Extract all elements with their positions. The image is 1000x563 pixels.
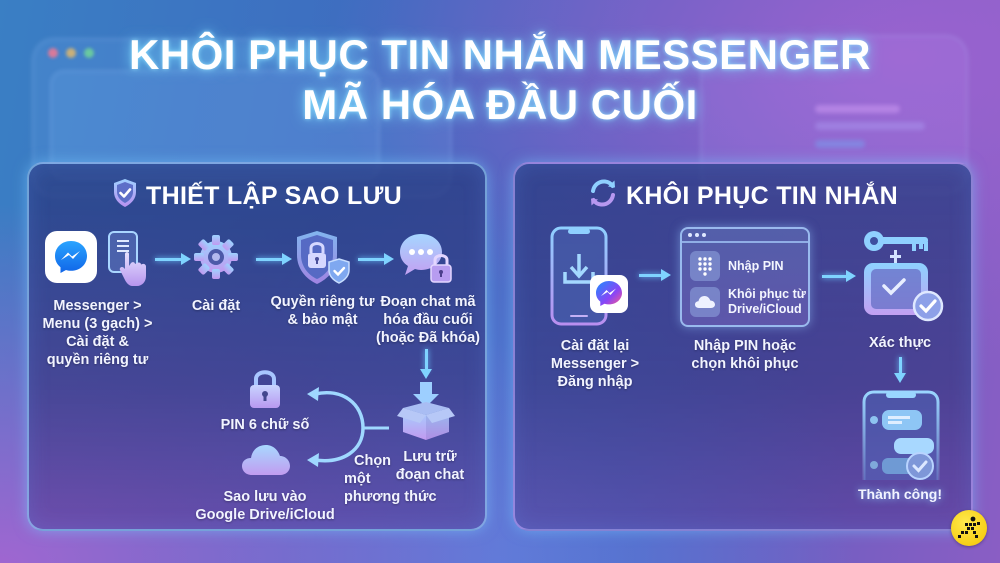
arrow-down-icon	[420, 349, 432, 379]
step-label-archive: Lưu trữ đoạn chat	[395, 449, 465, 483]
phone-chat-check-icon	[860, 390, 942, 487]
option-label-pin: PIN 6 chữ số	[220, 417, 310, 433]
enter-pin-option[interactable]: Nhập PIN	[690, 251, 784, 281]
sync-icon	[588, 178, 618, 215]
messenger-app-icon	[45, 231, 97, 283]
restore-step-label-verify: Xác thực	[868, 335, 932, 351]
padlock-icon	[247, 368, 283, 415]
option-label-cloud: Sao lưu vào Google Drive/iCloud	[195, 489, 335, 523]
choice-label: Chọn một phương thức	[344, 453, 437, 505]
phone-download-icon	[550, 226, 632, 333]
background-bar	[815, 105, 900, 113]
title-line-2: MÃ HÓA ĐẦU CUỐI	[302, 81, 698, 128]
background-bar	[815, 122, 925, 130]
archive-box-icon	[395, 380, 457, 447]
gear-icon	[191, 232, 241, 287]
arrow-down-icon	[894, 357, 906, 383]
cloud-icon	[690, 287, 720, 317]
cloud-icon	[240, 441, 292, 482]
restore-step-label-success: Thành công!	[858, 486, 942, 502]
restore-heading-text: KHÔI PHỤC TIN NHẮN	[625, 182, 899, 210]
shield-lock-icon	[293, 229, 353, 292]
step-label-privacy-security: Quyền riêng tư & bảo mật	[270, 294, 375, 328]
arrow-right-icon	[358, 253, 394, 265]
restore-panel-heading: KHÔI PHỤC TIN NHẮN	[515, 178, 971, 215]
window-titlebar	[682, 229, 808, 243]
restore-step-label-pin: Nhập PIN hoặc chọn khôi phục	[691, 338, 799, 372]
step-label-encrypted-chats: Đoạn chat mã hóa đầu cuối (hoặc Đã khóa)	[376, 294, 480, 346]
arrow-right-icon	[256, 253, 292, 265]
shield-check-icon	[112, 178, 138, 215]
choice-branch-arrows-icon	[303, 380, 393, 475]
backup-panel-heading: THIẾT LẬP SAO LƯU	[29, 178, 485, 215]
arrow-right-icon	[822, 270, 856, 282]
restore-step-label-reinstall: Cài đặt lại Messenger > Đăng nhập	[550, 338, 640, 390]
arrow-right-icon	[155, 253, 191, 265]
background-bar	[815, 140, 865, 148]
backup-heading-text: THIẾT LẬP SAO LƯU	[146, 182, 402, 210]
step-label-settings: Cài đặt	[191, 298, 241, 314]
restore-from-cloud-label: Khôi phục từ Drive/iCloud	[728, 287, 806, 316]
background-window-dots	[48, 48, 94, 58]
menu-tap-icon	[107, 230, 146, 286]
chat-lock-icon	[397, 231, 457, 292]
brand-logo	[951, 510, 987, 546]
background-window-inner	[50, 70, 380, 180]
arrow-right-icon	[639, 269, 671, 281]
page-title: KHÔI PHỤC TIN NHẮN MESSENGER MÃ HÓA ĐẦU …	[0, 30, 1000, 130]
keypad-icon	[690, 251, 720, 281]
step-label-messenger-menu: Messenger > Menu (3 gạch) > Cài đặt & qu…	[42, 298, 153, 368]
title-line-1: KHÔI PHỤC TIN NHẮN MESSENGER	[128, 31, 872, 78]
restore-from-cloud-option[interactable]: Khôi phục từ Drive/iCloud	[690, 287, 806, 317]
key-safe-icon	[860, 228, 946, 329]
restore-options-window: Nhập PIN Khôi phục từ Drive/iCloud	[680, 227, 810, 327]
enter-pin-label: Nhập PIN	[728, 258, 784, 273]
